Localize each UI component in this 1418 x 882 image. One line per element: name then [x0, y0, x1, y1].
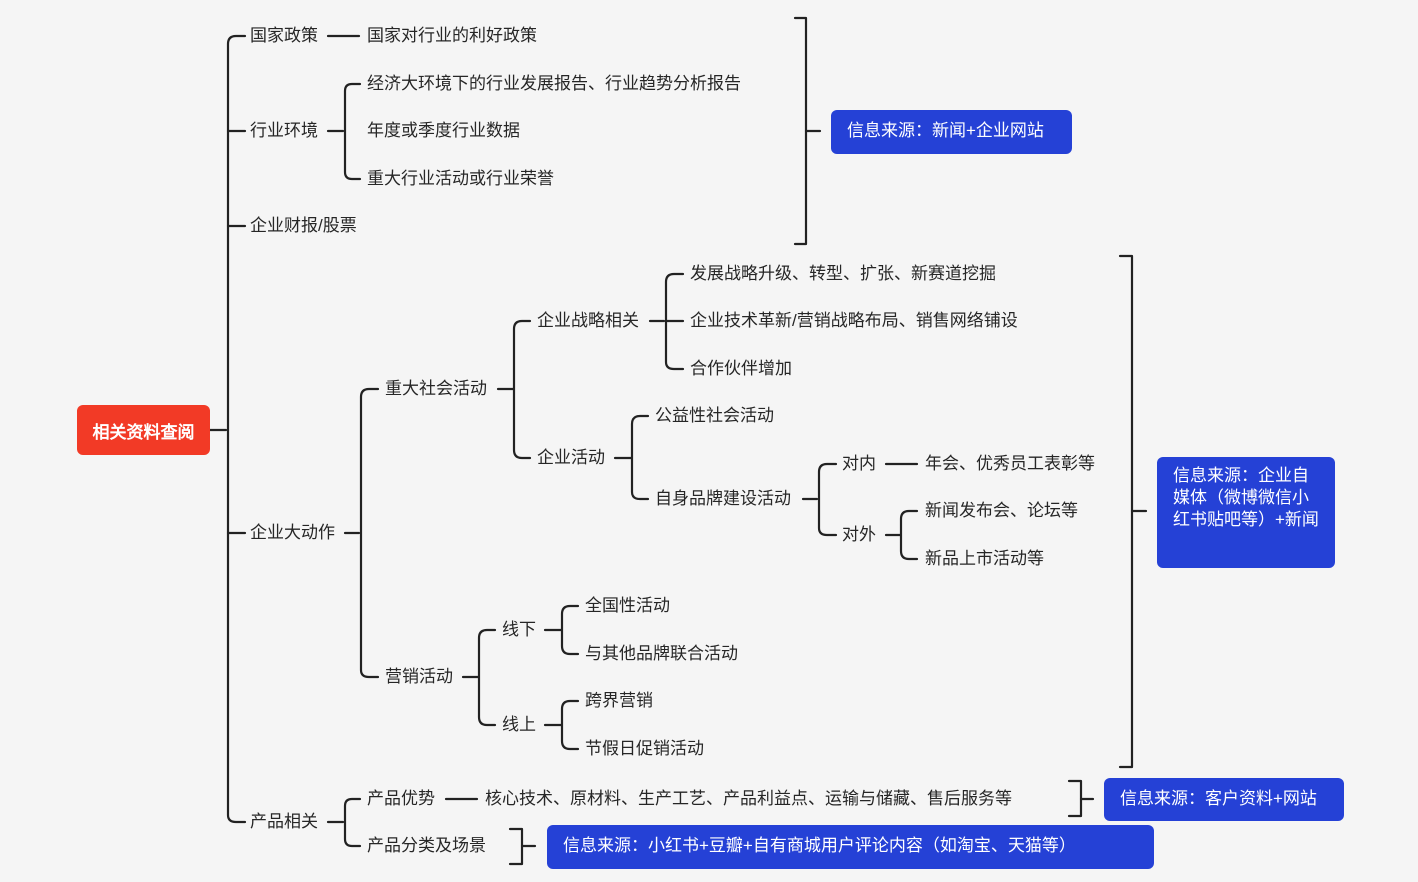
node-product-adv-detail[interactable]: 核心技术、原材料、生产工艺、产品利益点、运输与储藏、售后服务等: [485, 789, 1012, 808]
node-brand-building[interactable]: 自身品牌建设活动: [655, 489, 791, 508]
source-box-news-website[interactable]: 信息来源：新闻+企业网站: [831, 110, 1072, 154]
node-major-social[interactable]: 重大社会活动: [385, 379, 487, 398]
node-product-adv[interactable]: 产品优势: [367, 789, 435, 808]
node-external[interactable]: 对外: [842, 525, 876, 544]
node-activities[interactable]: 企业活动: [537, 448, 605, 467]
node-offline[interactable]: 线下: [502, 620, 536, 639]
node-offline-1[interactable]: 全国性活动: [585, 596, 670, 615]
node-public-welfare[interactable]: 公益性社会活动: [655, 406, 774, 425]
node-env-report[interactable]: 经济大环境下的行业发展报告、行业趋势分析报告: [367, 74, 741, 93]
source-box-customer-data[interactable]: 信息来源：客户资料+网站: [1104, 778, 1344, 821]
node-online-1[interactable]: 跨界营销: [585, 691, 653, 710]
node-product[interactable]: 产品相关: [250, 812, 318, 831]
node-env-event[interactable]: 重大行业活动或行业荣誉: [367, 169, 554, 188]
node-online[interactable]: 线上: [502, 715, 536, 734]
node-offline-2[interactable]: 与其他品牌联合活动: [585, 644, 738, 663]
node-policy-detail[interactable]: 国家对行业的利好政策: [367, 26, 537, 45]
node-marketing[interactable]: 营销活动: [385, 667, 453, 686]
node-policy[interactable]: 国家政策: [250, 26, 318, 45]
node-online-2[interactable]: 节假日促销活动: [585, 739, 704, 758]
node-internal[interactable]: 对内: [842, 454, 876, 473]
node-internal-detail[interactable]: 年会、优秀员工表彰等: [925, 454, 1095, 473]
node-finance[interactable]: 企业财报/股票: [250, 216, 357, 235]
source-box-user-reviews[interactable]: 信息来源：小红书+豆瓣+自有商城用户评论内容（如淘宝、天猫等）: [547, 825, 1154, 869]
node-external-2[interactable]: 新品上市活动等: [925, 549, 1044, 568]
node-strategy-2[interactable]: 企业技术革新/营销战略布局、销售网络铺设: [690, 311, 1018, 330]
node-external-1[interactable]: 新闻发布会、论坛等: [925, 501, 1078, 520]
node-product-category[interactable]: 产品分类及场景: [367, 836, 486, 855]
node-industry-env[interactable]: 行业环境: [250, 121, 318, 140]
node-major-actions[interactable]: 企业大动作: [250, 523, 335, 542]
node-strategy-3[interactable]: 合作伙伴增加: [690, 359, 792, 378]
source-box-self-media[interactable]: 信息来源：企业自媒体（微博微信小红书贴吧等）+新闻: [1157, 457, 1335, 568]
root-node[interactable]: 相关资料查阅: [77, 405, 210, 455]
node-env-data[interactable]: 年度或季度行业数据: [367, 121, 520, 140]
node-strategy[interactable]: 企业战略相关: [537, 311, 639, 330]
node-strategy-1[interactable]: 发展战略升级、转型、扩张、新赛道挖掘: [690, 264, 996, 283]
